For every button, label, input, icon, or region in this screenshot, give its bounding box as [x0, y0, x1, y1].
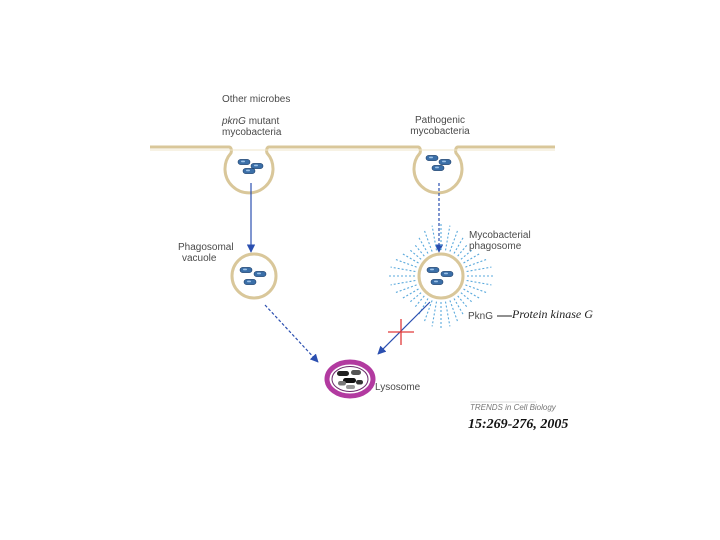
invagination-right-bacteria — [425, 154, 452, 172]
pkng-halo-ray — [466, 266, 492, 273]
plasma-membrane — [150, 145, 555, 195]
label-pathogenic-mycobacteria: mycobacteria — [410, 126, 470, 137]
pkng-halo-ray — [418, 298, 429, 316]
label-vacuole: vacuole — [182, 253, 217, 264]
pkng-halo-ray — [460, 249, 473, 260]
pkng-halo-ray — [390, 266, 416, 273]
pkng-halo-ray — [414, 244, 425, 257]
label-mycobacteria-left: mycobacteria — [222, 127, 282, 138]
pkng-halo-ray — [401, 288, 419, 299]
label-phagosomal: Phagosomal — [178, 242, 234, 253]
label-lysosome: Lysosome — [375, 382, 421, 393]
label-protein-kinase-g: Protein kinase G — [512, 307, 593, 321]
pkng-halo-ray — [457, 244, 468, 257]
pkng-halo-ray — [453, 236, 464, 254]
lysosome — [324, 359, 376, 399]
mycobacterial-phagosome — [417, 252, 465, 300]
pkng-halo-ray — [457, 295, 468, 308]
label-phagosome: phagosome — [469, 241, 522, 252]
source-citation: 15:269-276, 2005 — [468, 417, 569, 432]
pkng-halo-ray — [466, 279, 492, 286]
arrow-vacuole-to-lysosome — [264, 304, 319, 363]
pkng-halo-ray — [453, 298, 464, 316]
label-pkng-mutant: pknG mutant — [222, 116, 279, 127]
pkng-halo-ray — [431, 225, 438, 251]
label-pkng: PknG — [468, 311, 494, 322]
label-mutant: mutant — [248, 116, 280, 127]
phagosomal-vacuole — [230, 252, 278, 300]
pkng-halo-ray — [444, 225, 451, 251]
pkng-halo-ray — [463, 253, 481, 264]
pkng-halo-ray — [409, 292, 422, 303]
label-mycobacterial: Mycobacterial — [469, 230, 531, 241]
pkng-halo-ray — [409, 249, 422, 260]
pkng-halo-ray — [390, 279, 416, 286]
pkng-halo — [389, 224, 493, 328]
source-journal: TRENDS in Cell Biology — [470, 403, 556, 412]
pkng-halo-ray — [431, 301, 438, 327]
pkng-halo-ray — [414, 295, 425, 308]
pkng-halo-ray — [418, 236, 429, 254]
label-other-microbes: Other microbes — [222, 94, 291, 105]
block-cross — [388, 319, 414, 345]
pkng-halo-ray — [463, 288, 481, 299]
pkng-halo-ray — [401, 253, 419, 264]
pkng-halo-ray — [460, 292, 473, 303]
arrow-phagosome-to-lysosome-blocked — [377, 301, 431, 355]
label-pkng-italic: pknG — [222, 116, 246, 127]
pkng-halo-ray — [444, 301, 451, 327]
invagination-left-bacteria — [237, 158, 264, 175]
label-pathogenic: Pathogenic — [414, 115, 466, 126]
